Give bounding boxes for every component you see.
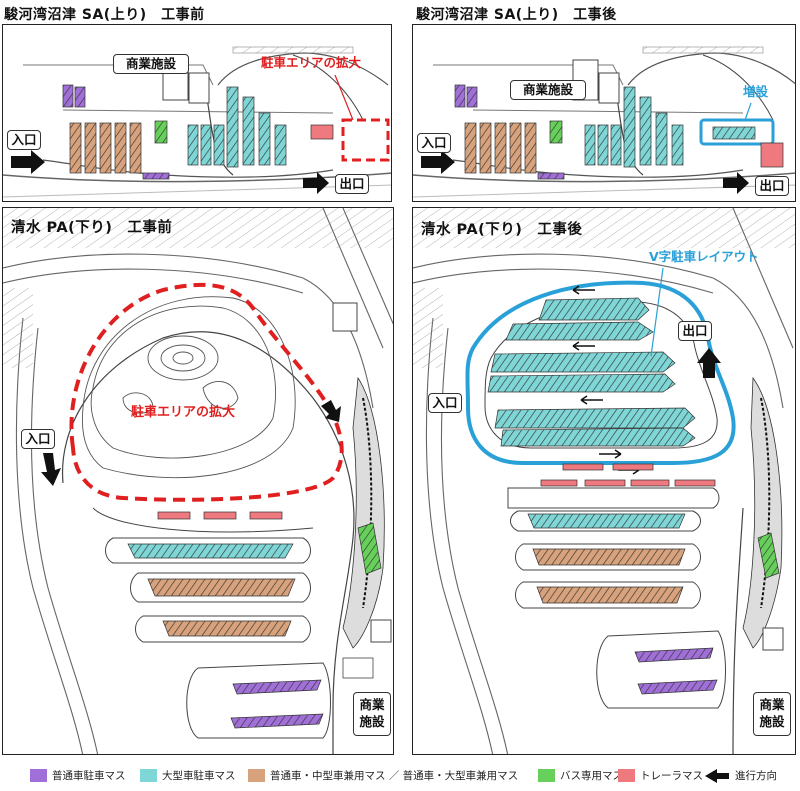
sa-after-normal-stalls [454, 84, 565, 180]
pa-after-shared-stalls-2 [536, 586, 684, 604]
pa-after-commercial-line1: 商業 [759, 697, 785, 712]
sa-after-bus-stalls [549, 120, 563, 144]
sa-before-exit-label: 出口 [335, 174, 369, 194]
pa-before-large-stalls [127, 543, 294, 559]
pa-before-bus-stalls [357, 522, 382, 575]
legend-item-shared: 普通車・中型車兼用マス ／ 普通車・大型車兼用マス [248, 768, 518, 783]
legend-label-large: 大型車駐車マス [162, 770, 236, 782]
sa-after-large-stalls [584, 86, 756, 168]
pa-after-vlayout-note: V字駐車レイアウト [649, 249, 759, 264]
sa-after-entrance-arrow-icon [421, 150, 455, 174]
sa-after-added-area [699, 118, 775, 146]
pa-before-entrance-arrow-icon [41, 453, 61, 486]
pa-before-normal-stalls-1 [232, 679, 322, 695]
pa-after-panel: 清水 PA(下り) 工事後 V字駐車レイアウト 出口 入口 商業 施設 [412, 207, 796, 755]
sa-before-large-stalls [187, 86, 287, 168]
legend: 普通車駐車マス 大型車駐車マス 普通車・中型車兼用マス ／ 普通車・大型車兼用マ… [0, 760, 800, 791]
sa-before-entrance-label: 入口 [7, 130, 41, 150]
sa-after-exit-label: 出口 [755, 176, 789, 196]
sa-after-map [413, 25, 795, 201]
pa-before-shared-stalls-1 [147, 578, 296, 597]
sa-after-entrance-label: 入口 [417, 133, 451, 153]
legend-item-large: 大型車駐車マス [140, 768, 236, 783]
pa-after-exit-label: 出口 [678, 321, 712, 341]
pa-before-panel: 清水 PA(下り) 工事前 入口 駐車エリアの拡大 商業 施設 [2, 207, 394, 755]
sa-before-exit-arrow-icon [303, 172, 329, 194]
legend-label-normal: 普通車駐車マス [52, 770, 126, 782]
legend-item-trailer: トレーラマス [618, 768, 703, 783]
pa-after-large-stalls [527, 513, 686, 529]
pa-after-note-leader [650, 267, 664, 357]
pa-before-commercial-line2: 施設 [359, 714, 385, 729]
legend-swatch-shared [248, 769, 265, 782]
sa-before-map [3, 25, 391, 201]
sa-after-trailer-stalls [760, 142, 784, 168]
pa-after-map [413, 208, 795, 754]
pa-after-normal-stalls-2 [637, 679, 718, 695]
pa-after-shared-stalls-1 [532, 548, 686, 566]
sa-after-added-note: 増設 [743, 84, 769, 99]
legend-swatch-trailer [618, 769, 635, 782]
sa-after-commercial-label: 商業施設 [510, 80, 586, 100]
sa-after-panel: 商業施設 入口 出口 増設 [412, 24, 796, 202]
pa-before-shared-stalls-2 [162, 620, 292, 637]
pa-after-vlayout-large-stalls [487, 297, 696, 447]
sa-after-exit-arrow-icon [723, 172, 749, 194]
legend-item-bus: バス専用マス [538, 768, 623, 783]
pa-before-normal-stalls-2 [230, 713, 324, 729]
pa-before-map [3, 208, 393, 754]
pa-before-expansion-note: 駐車エリアの拡大 [131, 405, 236, 420]
legend-label-direction: 進行方向 [735, 770, 777, 782]
sa-before-bus-stalls [154, 120, 168, 144]
pa-after-entrance-label: 入口 [428, 393, 462, 413]
pa-before-title: 清水 PA(下り) 工事前 [11, 220, 173, 236]
pa-before-hill-contours [81, 296, 296, 479]
sa-before-entrance-arrow-icon [11, 150, 45, 174]
sa-before-commercial-label: 商業施設 [113, 54, 189, 74]
sa-before-expansion-area [341, 118, 390, 162]
pa-before-entrance-label: 入口 [21, 429, 55, 449]
sa-before-trailer-stalls [310, 124, 334, 140]
pa-after-bus-stalls [757, 532, 780, 579]
pa-before-commercial-label: 商業 施設 [353, 692, 391, 736]
sa-before-expansion-note: 駐車エリアの拡大 [261, 55, 362, 70]
legend-label-shared: 普通車・中型車兼用マス ／ 普通車・大型車兼用マス [270, 770, 519, 782]
pa-after-commercial-label: 商業 施設 [753, 692, 791, 736]
pa-before-trailer-stalls [157, 511, 283, 520]
pa-before-commercial-line1: 商業 [359, 697, 385, 712]
legend-item-direction: 進行方向 [705, 768, 777, 783]
pa-before-expansion-area [69, 282, 344, 502]
sa-before-panel: 商業施設 入口 出口 駐車エリアの拡大 [2, 24, 392, 202]
pa-after-trailer-stalls [540, 463, 716, 487]
sa-before-note-leader [334, 74, 354, 121]
pa-after-title: 清水 PA(下り) 工事後 [421, 222, 583, 238]
direction-arrow-icon [705, 768, 729, 783]
pa-after-direction-arrows [572, 285, 640, 475]
pa-after-commercial-line2: 施設 [759, 714, 785, 729]
pa-after-normal-stalls-1 [634, 647, 714, 663]
legend-label-trailer: トレーラマス [640, 770, 703, 782]
sa-before-normal-stalls [62, 84, 170, 180]
pa-after-exit-arrow-icon [697, 348, 721, 378]
legend-swatch-normal [30, 769, 47, 782]
pa-after-vlayout-outline [465, 280, 736, 465]
sa-after-note-leader [744, 102, 752, 121]
pa-before-merge-arrow-icon [321, 400, 341, 422]
sa-after-title: 駿河湾沼津 SA(上り) 工事後 [416, 7, 617, 23]
sa-after-shared-stalls [464, 122, 537, 174]
sa-before-title: 駿河湾沼津 SA(上り) 工事前 [4, 7, 205, 23]
legend-swatch-large [140, 769, 157, 782]
legend-item-normal: 普通車駐車マス [30, 768, 126, 783]
legend-swatch-bus [538, 769, 555, 782]
sa-before-shared-stalls [69, 122, 142, 174]
legend-label-bus: バス専用マス [560, 770, 623, 782]
